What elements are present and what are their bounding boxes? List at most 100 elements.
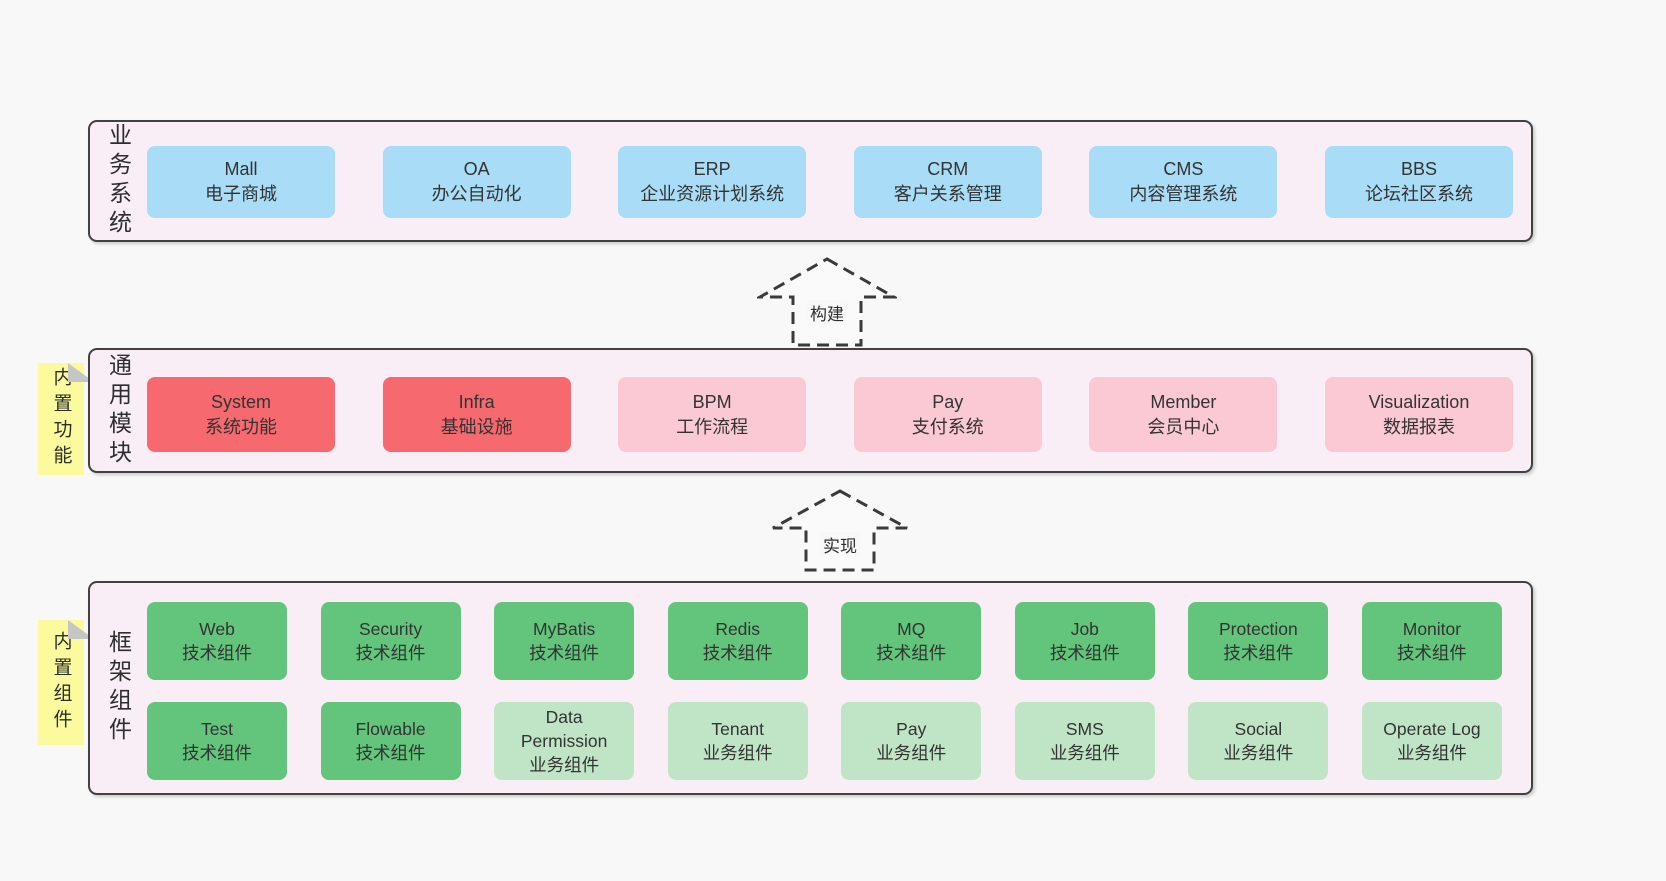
box-name: Data Permission <box>520 707 608 751</box>
box-redis: Redis 技术组件 <box>667 602 808 680</box>
arrow-build-label: 构建 <box>807 300 847 325</box>
sticky-note-builtin-components: 内置组件 <box>38 620 94 745</box>
layer-framework-components: 框架组件 Web 技术组件 Security 技术组件 MyBatis 技术组件… <box>88 581 1533 795</box>
box-name: MyBatis <box>533 619 596 639</box>
sticky-note-text: 内置功能 <box>50 367 72 471</box>
box-desc: 技术组件 <box>702 643 773 663</box>
box-mybatis: MyBatis 技术组件 <box>494 602 635 680</box>
arrow-implement-label: 实现 <box>820 532 860 557</box>
box-desc: 业务组件 <box>1223 743 1294 763</box>
box-desc: 技术组件 <box>529 643 600 663</box>
box-crm: CRM 客户关系管理 <box>853 146 1042 218</box>
up-arrow-icon <box>772 489 908 572</box>
box-member: Member 会员中心 <box>1089 377 1278 452</box>
box-name: ERP <box>693 159 731 179</box>
box-desc: 基础设施 <box>440 416 513 437</box>
box-mall: Mall 电子商城 <box>147 146 335 218</box>
box-desc: 业务组件 <box>702 743 773 763</box>
box-desc: 工作流程 <box>676 416 749 437</box>
box-name: Pay <box>896 719 927 739</box>
box-social: Social 业务组件 <box>1188 702 1329 780</box>
box-desc: 数据报表 <box>1382 416 1455 437</box>
box-protection: Protection 技术组件 <box>1188 602 1329 680</box>
box-mq: MQ 技术组件 <box>841 602 982 680</box>
box-oa: OA 办公自动化 <box>382 146 571 218</box>
sticky-note-builtin-features: 内置功能 <box>38 363 94 475</box>
box-name: Tenant <box>711 719 764 739</box>
box-desc: 技术组件 <box>1396 643 1467 663</box>
box-data-permission: Data Permission 业务组件 <box>494 702 635 780</box>
box-name: BPM <box>692 391 732 412</box>
box-desc: 业务组件 <box>1396 743 1467 763</box>
box-name: System <box>210 391 271 412</box>
box-name: CMS <box>1163 159 1204 179</box>
box-name: Redis <box>715 619 761 639</box>
box-name: Infra <box>458 391 495 412</box>
arrow-implement: 实现 <box>770 488 910 573</box>
layer-common-modules: 通用模块 System 系统功能 Infra 基础设施 BPM 工作流程 Pay… <box>88 348 1533 473</box>
box-name: Pay <box>932 391 964 412</box>
box-name: BBS <box>1400 159 1437 179</box>
box-visualization: Visualization 数据报表 <box>1324 377 1513 452</box>
box-desc: 业务组件 <box>876 743 947 763</box>
box-name: MQ <box>897 619 926 639</box>
layer-label-business-systems: 业务系统 <box>105 123 132 239</box>
box-name: Member <box>1150 391 1217 412</box>
box-system: System 系统功能 <box>147 377 335 452</box>
arrow-build: 构建 <box>757 256 897 348</box>
box-desc: 技术组件 <box>355 643 426 663</box>
box-desc: 企业资源计划系统 <box>640 184 785 204</box>
box-name: Flowable <box>355 719 426 739</box>
business-systems-row: Mall 电子商城 OA 办公自动化 ERP 企业资源计划系统 CRM 客户关系… <box>147 146 1513 218</box>
box-flowable: Flowable 技术组件 <box>320 702 461 780</box>
layer-label-framework-components: 框架组件 <box>105 630 132 746</box>
box-infra: Infra 基础设施 <box>382 377 571 452</box>
box-name: SMS <box>1065 719 1104 739</box>
box-desc: 技术组件 <box>182 643 252 663</box>
framework-components-row-1: Web 技术组件 Security 技术组件 MyBatis 技术组件 Redi… <box>147 602 1502 680</box>
box-desc: 技术组件 <box>876 643 947 663</box>
box-name: CRM <box>927 159 969 179</box>
box-job: Job 技术组件 <box>1014 602 1155 680</box>
box-name: Test <box>200 719 234 739</box>
box-pay-component: Pay 业务组件 <box>841 702 982 780</box>
box-name: Visualization <box>1368 391 1470 412</box>
box-desc: 技术组件 <box>1223 643 1294 663</box>
box-name: Web <box>199 619 235 639</box>
box-bbs: BBS 论坛社区系统 <box>1324 146 1513 218</box>
box-name: Monitor <box>1402 619 1462 639</box>
box-desc: 技术组件 <box>1049 643 1120 663</box>
box-sms: SMS 业务组件 <box>1014 702 1155 780</box>
box-name: Job <box>1070 619 1099 639</box>
box-desc: 客户关系管理 <box>893 184 1002 204</box>
box-security: Security 技术组件 <box>320 602 461 680</box>
box-name: Social <box>1234 719 1283 739</box>
box-operate-log: Operate Log 业务组件 <box>1361 702 1502 780</box>
box-desc: 支付系统 <box>911 416 984 437</box>
box-web: Web 技术组件 <box>147 602 287 680</box>
box-pay: Pay 支付系统 <box>853 377 1042 452</box>
box-erp: ERP 企业资源计划系统 <box>618 146 807 218</box>
layer-label-common-modules: 通用模块 <box>105 352 132 469</box>
box-name: Mall <box>224 159 258 179</box>
box-desc: 技术组件 <box>182 743 252 763</box>
box-name: Protection <box>1218 619 1298 639</box>
box-tenant: Tenant 业务组件 <box>667 702 808 780</box>
box-cms: CMS 内容管理系统 <box>1089 146 1278 218</box>
framework-components-row-2: Test 技术组件 Flowable 技术组件 Data Permission … <box>147 702 1502 780</box>
box-name: Operate Log <box>1383 719 1481 739</box>
box-desc: 办公自动化 <box>431 184 522 204</box>
layer-business-systems: 业务系统 Mall 电子商城 OA 办公自动化 ERP 企业资源计划系统 CRM… <box>88 120 1533 242</box>
box-desc: 论坛社区系统 <box>1364 184 1473 204</box>
box-name: OA <box>463 159 490 179</box>
box-monitor: Monitor 技术组件 <box>1361 602 1502 680</box>
box-desc: 系统功能 <box>205 416 277 437</box>
box-desc: 内容管理系统 <box>1129 184 1238 204</box>
box-name: Security <box>358 619 423 639</box>
common-modules-row: System 系统功能 Infra 基础设施 BPM 工作流程 Pay 支付系统… <box>147 377 1513 452</box>
box-desc: 电子商城 <box>205 184 277 204</box>
box-bpm: BPM 工作流程 <box>618 377 807 452</box>
box-desc: 业务组件 <box>1049 743 1120 763</box>
box-test: Test 技术组件 <box>147 702 287 780</box>
